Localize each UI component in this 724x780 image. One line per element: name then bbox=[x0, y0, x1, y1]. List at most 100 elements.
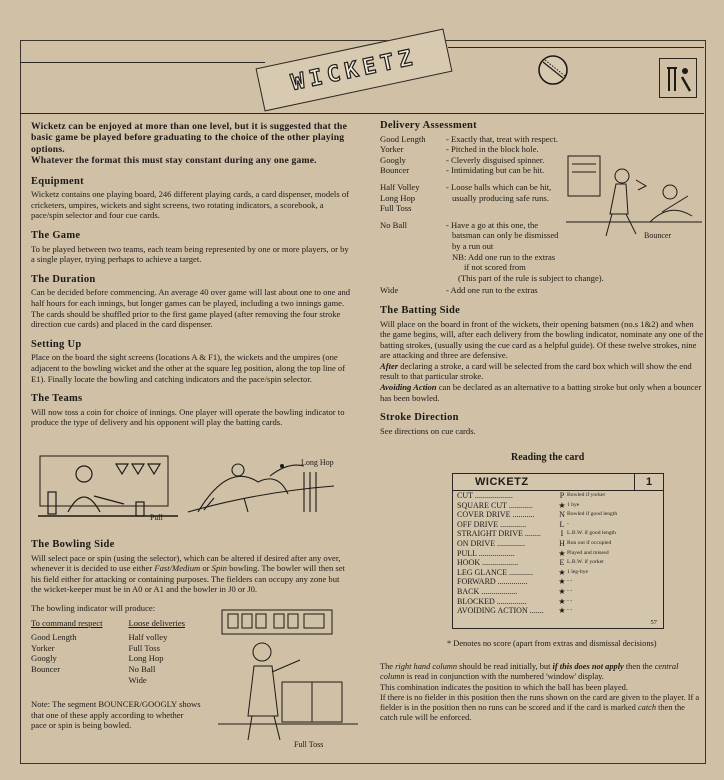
delivery-value: - Have a go at this one, the bbox=[446, 219, 539, 230]
caption-full-toss: Full Toss bbox=[294, 740, 324, 749]
command-respect-heading: To command respect bbox=[31, 617, 103, 628]
card-title: WICKETZ bbox=[475, 476, 529, 488]
reading-line-2: This combination indicates the position … bbox=[380, 682, 628, 692]
header-rule-right bbox=[448, 47, 704, 48]
delivery-key: Wide bbox=[380, 285, 399, 296]
denotes-note: * Denotes no score (apart from extras an… bbox=[447, 639, 657, 648]
caption-long-hop: Long Hop bbox=[301, 458, 334, 467]
rt-c: If there is no fielder in this position … bbox=[380, 692, 700, 713]
delivery-key: Yorker bbox=[380, 144, 404, 155]
duration-heading: The Duration bbox=[31, 273, 96, 285]
card-mark: I bbox=[560, 529, 564, 539]
bowling-text-a: Will select pace or spin (using the sele… bbox=[31, 552, 341, 574]
card-result: L.B.W. if good length bbox=[567, 530, 616, 537]
cricket-ball-icon bbox=[538, 55, 568, 85]
reading-line-3: If there is no fielder in this position … bbox=[380, 693, 700, 724]
batting-after-text: declaring a stroke, a card will be selec… bbox=[380, 360, 692, 382]
batting-avoid-label: Avoiding Action bbox=[380, 382, 437, 393]
game-text: To be played between two teams, each tea… bbox=[31, 243, 349, 265]
card-stroke: LEG GLANCE ............ bbox=[457, 567, 533, 577]
card-result: - - bbox=[567, 587, 573, 594]
list-item: Bouncer bbox=[31, 663, 61, 674]
intro-2: Whatever the format this must stay const… bbox=[31, 155, 317, 167]
card-number: 1 bbox=[634, 474, 663, 490]
delivery-key: No Ball bbox=[380, 219, 407, 230]
batting-heading: The Batting Side bbox=[380, 304, 461, 316]
bowling-text-b: bowling. The bowler will then set his fi… bbox=[31, 563, 345, 595]
card-result: Bowled if yorker bbox=[567, 492, 606, 498]
full-toss-illustration bbox=[218, 609, 358, 741]
delivery-value: NB: Add one run to the extras bbox=[452, 251, 556, 262]
list-item: Long Hop bbox=[128, 653, 164, 664]
equipment-heading: Equipment bbox=[31, 175, 84, 187]
delivery-group-wide: Wide - Add one run to the extras bbox=[380, 285, 706, 296]
rt-a3: then the bbox=[623, 662, 655, 671]
card-row: LEG GLANCE ............ ★1 leg-bye bbox=[453, 568, 663, 578]
loose-deliveries-list: Loose deliveries Half volley Full Toss L… bbox=[128, 618, 185, 686]
batting-after: After declaring a stroke, a card will be… bbox=[380, 361, 706, 382]
card-stroke: COVER DRIVE ........... bbox=[457, 510, 535, 520]
delivery-key: Googly bbox=[380, 154, 406, 165]
delivery-key: Half Volley bbox=[380, 181, 420, 192]
card-mark: N bbox=[559, 510, 565, 520]
card-row: PULL ..................★Played and misse… bbox=[453, 549, 663, 559]
teams-text: Will now toss a coin for choice of innin… bbox=[31, 406, 345, 428]
rt-bold: if this does not apply bbox=[552, 662, 624, 671]
card-result: - - bbox=[567, 597, 573, 604]
bowling-spin: Spin bbox=[211, 563, 227, 574]
rt-catch: catch bbox=[637, 703, 657, 713]
card-stroke: STRAIGHT DRIVE ........ bbox=[457, 529, 541, 539]
delivery-value: if not scored from bbox=[464, 262, 526, 273]
wicket-emblem-icon bbox=[659, 58, 697, 98]
card-stroke: CUT ................... bbox=[457, 491, 513, 500]
delivery-value: by a run out bbox=[452, 240, 494, 251]
bowling-text: Will select pace or spin (using the sele… bbox=[31, 553, 351, 595]
loose-deliveries-heading: Loose deliveries bbox=[128, 617, 186, 628]
stroke-direction-heading: Stroke Direction bbox=[380, 412, 459, 424]
card-result: 1 leg-bye bbox=[567, 568, 588, 575]
card-result: Run out if occupied bbox=[567, 539, 612, 546]
card-row: SQUARE CUT ............★1 bye bbox=[453, 501, 663, 511]
list-item: Yorker bbox=[31, 642, 55, 653]
list-item: Wide bbox=[128, 674, 147, 685]
delivery-value: - Pitched in the block hole. bbox=[446, 144, 539, 155]
delivery-value: - Loose balls which can be hit, bbox=[446, 181, 552, 192]
reading-heading: Reading the card bbox=[511, 452, 585, 463]
card-row: BACK ..................★- - bbox=[453, 587, 663, 597]
indicator-intro: The bowling indicator will produce: bbox=[31, 602, 156, 613]
card-result: L.B.W. if yorker bbox=[567, 559, 604, 566]
teams-heading: The Teams bbox=[31, 393, 83, 405]
rt-a1: The bbox=[380, 662, 396, 671]
delivery-lists: To command respect Good Length Yorker Go… bbox=[31, 618, 351, 686]
card-mark: L bbox=[559, 519, 565, 529]
card-mark: ★ bbox=[558, 500, 566, 510]
batting-text: Will place on the board in front of the … bbox=[380, 318, 704, 361]
card-footer-number: 57 bbox=[650, 619, 658, 626]
delivery-value: - Add one run to the extras bbox=[446, 285, 538, 296]
stroke-direction-text: See directions on cue cards. bbox=[380, 425, 476, 436]
card-mark: ★ bbox=[558, 567, 566, 577]
equipment-text: Wicketz contains one playing board, 246 … bbox=[31, 189, 349, 221]
card-result: - - bbox=[567, 607, 573, 614]
card-row: FORWARD ...............★- - bbox=[453, 577, 663, 587]
bowling-or: or bbox=[200, 563, 212, 574]
intro-1: Wicketz can be enjoyed at more than one … bbox=[31, 121, 348, 155]
delivery-value: batsman can only be dismissed bbox=[452, 230, 559, 241]
card-stroke: AVOIDING ACTION ....... bbox=[457, 606, 544, 616]
delivery-key: Long Hop bbox=[380, 192, 416, 203]
card-header: WICKETZ 1 bbox=[453, 474, 663, 491]
card-mark: H bbox=[559, 538, 565, 548]
left-column: Wicketz can be enjoyed at more than one … bbox=[31, 121, 351, 428]
card-stroke: ON DRIVE .............. bbox=[457, 538, 525, 548]
segment-note: Note: The segment BOUNCER/GOOGLY shows t… bbox=[31, 699, 201, 731]
card-row: BLOCKED ...............★- - bbox=[453, 597, 663, 607]
header-rule-bottom bbox=[20, 113, 704, 114]
